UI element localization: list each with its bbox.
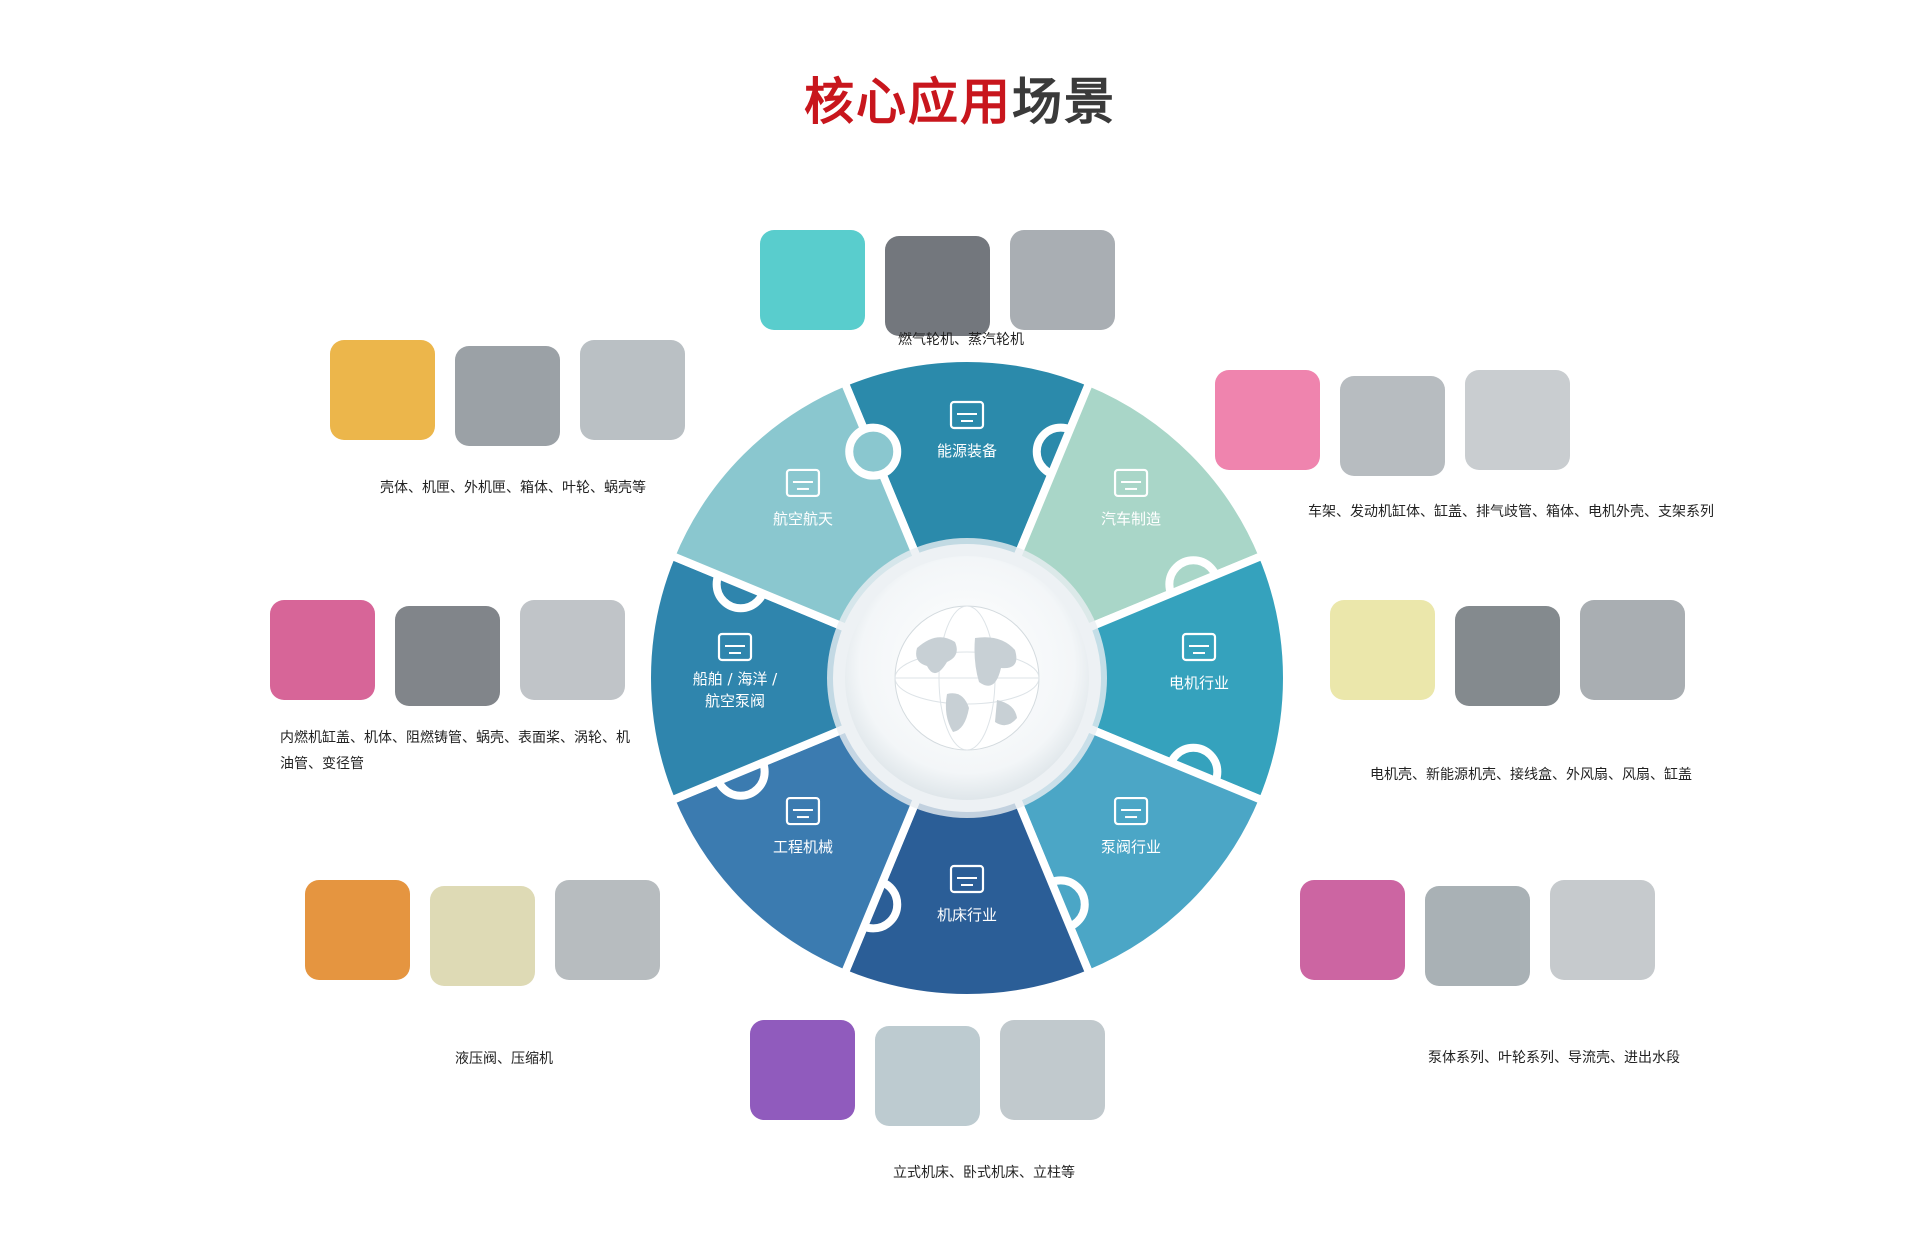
car-icon bbox=[1113, 468, 1149, 498]
vehicle-part-image bbox=[1340, 376, 1445, 476]
housing-part-image bbox=[580, 340, 685, 440]
lathe-part-image bbox=[1000, 1020, 1105, 1120]
housing-part-image bbox=[455, 346, 560, 446]
motorcase-part-image bbox=[1580, 600, 1685, 700]
machine-tool-icon bbox=[949, 864, 985, 894]
caption-lathe: 立式机床、卧式机床、立柱等 bbox=[893, 1165, 1075, 1181]
sector-label-engineering: 工程机械 bbox=[773, 838, 833, 856]
sector-label-motor: 电机行业 bbox=[1169, 674, 1229, 692]
hydraulic-part-image bbox=[555, 880, 660, 980]
engine-part-image bbox=[270, 600, 375, 700]
sector-label-marine: 船舶 / 海洋 / bbox=[693, 670, 778, 688]
valve-icon bbox=[1113, 796, 1149, 826]
vehicle-part-image bbox=[1465, 370, 1570, 470]
motor-icon bbox=[1181, 632, 1217, 662]
pumpbody-part-image bbox=[1300, 880, 1405, 980]
caption-vehicle: 车架、发动机缸体、缸盖、排气歧管、箱体、电机外壳、支架系列 bbox=[1308, 504, 1714, 520]
vehicle-part-image bbox=[1215, 370, 1320, 470]
pumpbody-part-image bbox=[1550, 880, 1655, 980]
sector-label-machine: 机床行业 bbox=[937, 906, 997, 924]
hydraulic-part-image bbox=[305, 880, 410, 980]
caption-hydraulic: 液压阀、压缩机 bbox=[455, 1051, 553, 1067]
ship-icon bbox=[717, 632, 753, 662]
puzzle-knob bbox=[845, 423, 902, 480]
caption-turbine: 燃气轮机、蒸汽轮机 bbox=[898, 332, 1024, 348]
sector-label-aero: 航空航天 bbox=[773, 510, 833, 528]
sector-label-pump: 泵阀行业 bbox=[1101, 838, 1161, 856]
housing-part-image bbox=[330, 340, 435, 440]
page-title: 核心应用场景 bbox=[0, 62, 1920, 134]
motorcase-part-image bbox=[1455, 606, 1560, 706]
engine-part-image bbox=[520, 600, 625, 700]
caption-housing: 壳体、机匣、外机匣、箱体、叶轮、蜗壳等 bbox=[380, 480, 646, 496]
caption-motorcase: 电机壳、新能源机壳、接线盒、外风扇、风扇、缸盖 bbox=[1370, 767, 1692, 783]
turbine-part-image bbox=[1010, 230, 1115, 330]
caption-pumpbody: 泵体系列、叶轮系列、导流壳、进出水段 bbox=[1428, 1050, 1680, 1066]
hydraulic-part-image bbox=[430, 886, 535, 986]
gears-icon bbox=[785, 796, 821, 826]
pumpbody-part-image bbox=[1425, 886, 1530, 986]
sector-label-marine: 航空泵阀 bbox=[705, 692, 765, 710]
title-highlight: 核心应用 bbox=[804, 73, 1012, 131]
sector-label-auto: 汽车制造 bbox=[1101, 510, 1161, 528]
lathe-part-image bbox=[875, 1026, 980, 1126]
turbine-part-image bbox=[885, 236, 990, 336]
caption-engine: 内燃机缸盖、机体、阻燃铸管、蜗壳、表面桨、涡轮、机油管、变径管 bbox=[280, 730, 630, 772]
power-tower-icon bbox=[949, 400, 985, 430]
lathe-part-image bbox=[750, 1020, 855, 1120]
title-rest: 场景 bbox=[1012, 73, 1116, 131]
airplane-icon bbox=[785, 468, 821, 498]
turbine-part-image bbox=[760, 230, 865, 330]
globe-icon bbox=[894, 605, 1040, 751]
engine-part-image bbox=[395, 606, 500, 706]
sector-label-energy: 能源装备 bbox=[937, 442, 997, 460]
motorcase-part-image bbox=[1330, 600, 1435, 700]
